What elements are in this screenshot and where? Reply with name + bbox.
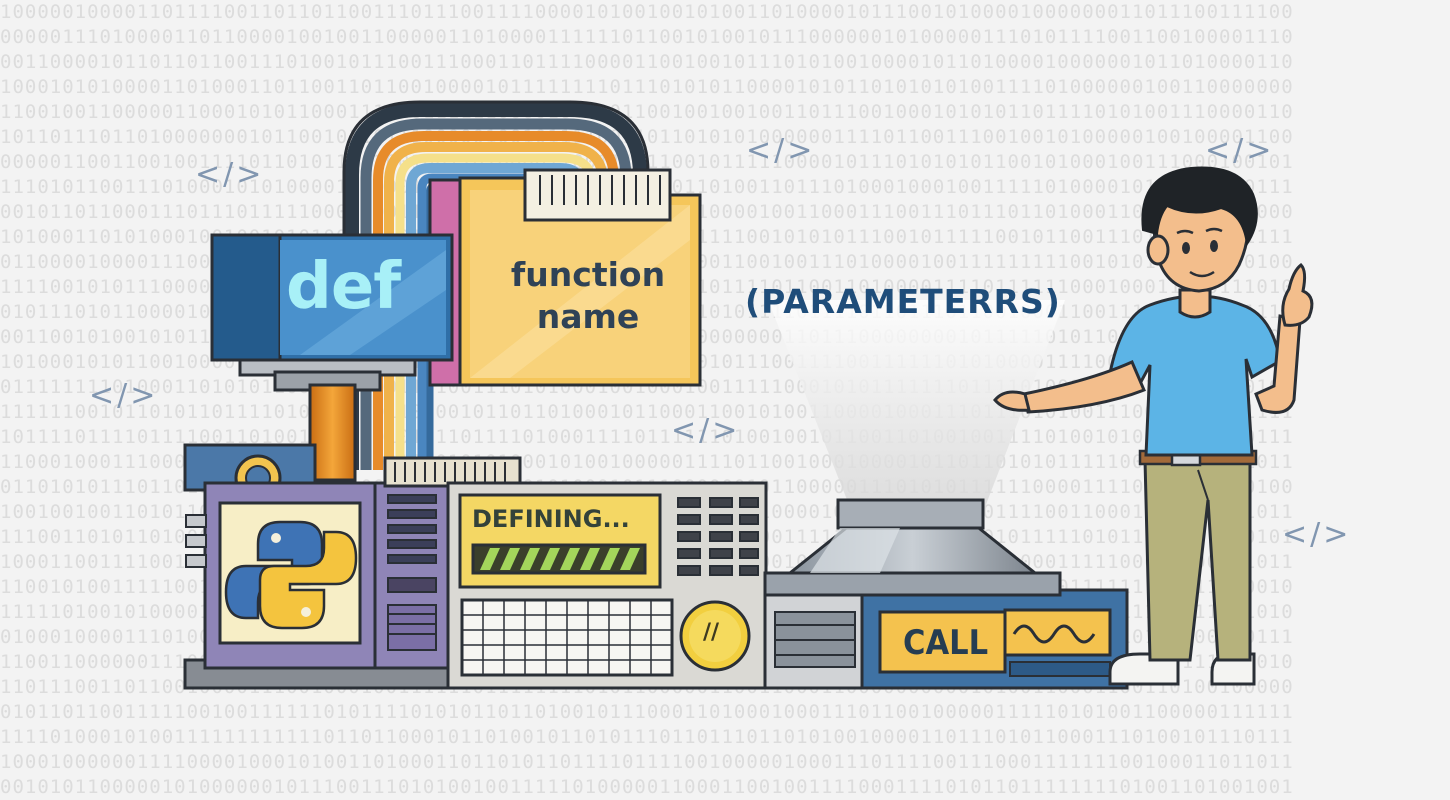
binary-row: 1000001000011011110011011011001110111001… <box>0 1 1294 23</box>
binary-row: 1100100110000011000101011000111010111111… <box>0 101 1294 123</box>
binary-row: 0000011101000011011000010010011000001101… <box>0 26 1294 48</box>
call-label: CALL <box>903 623 989 663</box>
code-tag-icon: </> <box>671 413 741 448</box>
binary-row: 0011000010110110110011101001011100111000… <box>0 51 1294 73</box>
defining-console <box>446 481 768 690</box>
binary-row: 0010101100000101000000101110011101010010… <box>0 776 1294 798</box>
code-tag-icon: </> <box>89 378 159 413</box>
code-tag-icon: </> <box>746 133 816 168</box>
binary-row: 1000100000011110000100010100110100011011… <box>0 751 1294 773</box>
def-monitor <box>210 233 454 392</box>
code-tag-icon: </> <box>1205 133 1275 168</box>
binary-row: 1111010001010011111111111101101100010110… <box>0 726 1294 748</box>
function-name-board <box>458 168 702 387</box>
call-base <box>763 588 1129 690</box>
code-tag-icon: </> <box>1282 517 1352 552</box>
orange-tube <box>308 383 357 482</box>
function-name-label: function name <box>510 255 666 336</box>
def-keyword-label: def <box>286 250 401 324</box>
python-logo-icon <box>224 520 358 630</box>
projector <box>763 300 1065 597</box>
binary-row: 0101101100111110010011111101011110101011… <box>0 701 1294 723</box>
parameters-label: (PARAMETERRS) <box>745 282 1061 321</box>
binary-row: 1000101010000110100011011001101100100001… <box>0 76 1294 98</box>
presenter-person <box>993 166 1314 686</box>
wave-icon <box>1012 624 1096 644</box>
code-tag-icon: </> <box>195 157 265 192</box>
knob-label: // <box>703 620 720 645</box>
binary-row: 1011011101101000000010110010110111000001… <box>0 126 1294 148</box>
defining-status-label: DEFINING... <box>472 505 630 533</box>
python-cabinet <box>185 481 382 670</box>
